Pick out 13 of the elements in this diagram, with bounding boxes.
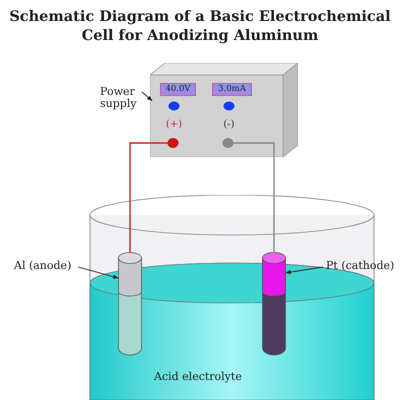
display-readout: 3.0mA xyxy=(212,83,252,96)
leader-line xyxy=(285,266,324,274)
polarity-label: (+) xyxy=(164,119,184,130)
polarity-label: (-) xyxy=(222,119,236,130)
liquid-label: Acid electrolyte xyxy=(154,371,242,384)
callout-label: Power supply xyxy=(100,86,138,110)
callout-label: Pt (cathode) xyxy=(326,260,394,272)
diagram-title: Schematic Diagram of a Basic Electrochemical Cell for Anodizing Aluminum xyxy=(8,8,392,46)
callout-label: Al (anode) xyxy=(14,260,72,272)
display-readout: 40.0V xyxy=(160,83,196,96)
wire xyxy=(129,142,173,253)
leader-line xyxy=(78,266,119,279)
leader-line xyxy=(142,92,152,102)
